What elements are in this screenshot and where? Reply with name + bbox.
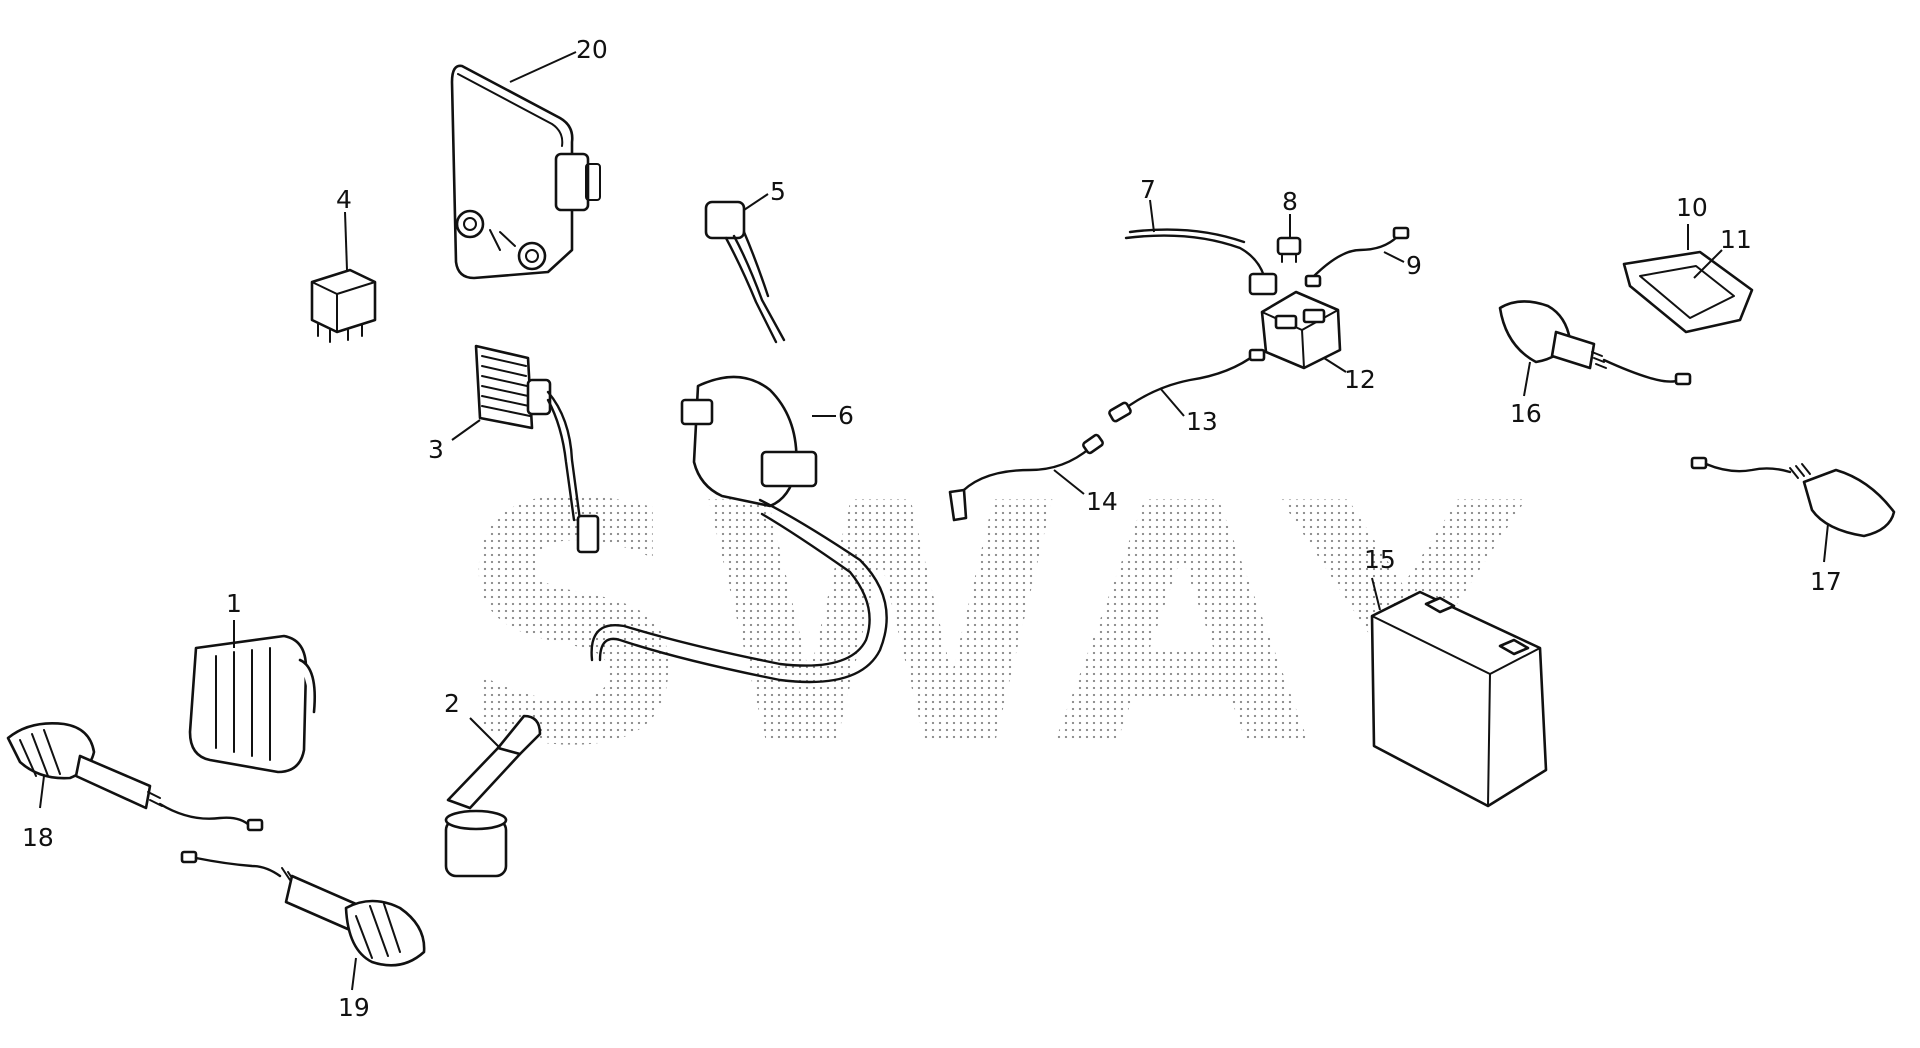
callout-20: 20 (576, 35, 608, 64)
part-19-indicator[interactable] (180, 850, 426, 967)
leader-5 (743, 193, 769, 211)
leader-15 (1371, 577, 1381, 611)
callout-5: 5 (770, 177, 786, 206)
callout-14: 14 (1086, 487, 1118, 516)
leader-20 (509, 51, 577, 83)
leader-7 (1149, 199, 1155, 233)
leader-4 (344, 211, 348, 271)
leader-2 (469, 717, 501, 749)
leader-11 (1693, 249, 1723, 279)
callout-10: 10 (1676, 193, 1708, 222)
part-14-wire[interactable] (948, 433, 1104, 522)
part-20-ecu-unit[interactable] (450, 64, 601, 280)
callout-12: 12 (1344, 365, 1376, 394)
part-9-wire[interactable] (1304, 226, 1410, 288)
part-10-11-plate-lamp[interactable] (1622, 250, 1754, 334)
part-12-starter-relay[interactable] (1260, 290, 1342, 370)
part-17-indicator[interactable] (1690, 456, 1896, 538)
leader-12 (1323, 357, 1347, 373)
callout-2: 2 (444, 689, 460, 718)
callout-18: 18 (22, 823, 54, 852)
callout-19: 19 (338, 993, 370, 1022)
part-8-fuse[interactable] (1276, 236, 1302, 263)
callout-15: 15 (1364, 545, 1396, 574)
part-6-ignition-coil[interactable] (590, 375, 888, 684)
callout-8: 8 (1282, 187, 1298, 216)
part-1-headlight[interactable] (188, 634, 316, 774)
callout-3: 3 (428, 435, 444, 464)
part-13-wire[interactable] (1108, 348, 1266, 423)
part-2-plug-cap[interactable] (444, 714, 542, 878)
callout-16: 16 (1510, 399, 1542, 428)
leader-3 (451, 419, 481, 441)
leader-18 (39, 775, 45, 809)
part-15-battery[interactable] (1370, 590, 1548, 808)
callout-13: 13 (1186, 407, 1218, 436)
callout-17: 17 (1810, 567, 1842, 596)
leader-19 (351, 957, 357, 991)
leader-9 (1383, 251, 1405, 263)
callout-4: 4 (336, 185, 352, 214)
part-16-indicator[interactable] (1498, 300, 1692, 386)
leader-14 (1053, 469, 1085, 495)
callout-7: 7 (1140, 175, 1156, 204)
part-18-indicator[interactable] (6, 722, 264, 832)
part-3-regulator[interactable] (474, 344, 600, 554)
callout-11: 11 (1720, 225, 1752, 254)
leader-17 (1823, 523, 1829, 563)
part-4-relay[interactable] (310, 268, 377, 343)
part-5-connector[interactable] (704, 200, 786, 344)
leader-13 (1159, 387, 1185, 417)
callout-9: 9 (1406, 251, 1422, 280)
watermark-text: SWAY (455, 434, 1529, 818)
callout-1: 1 (226, 589, 242, 618)
callout-6: 6 (838, 401, 854, 430)
part-7-harness[interactable] (1124, 228, 1278, 296)
leader-16 (1523, 361, 1531, 397)
